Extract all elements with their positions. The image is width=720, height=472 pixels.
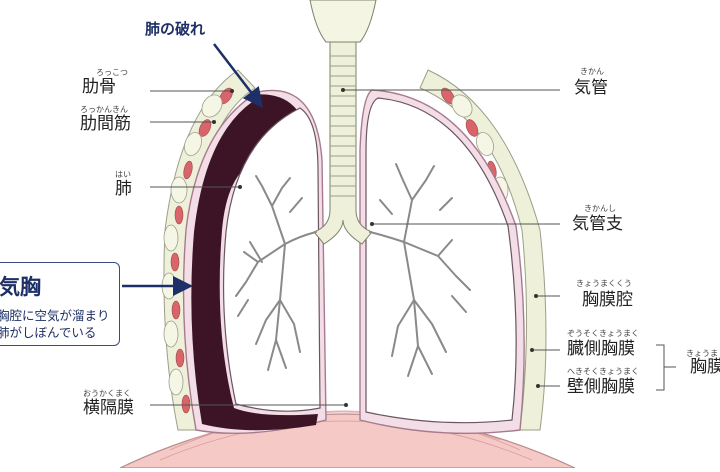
rupture-arrow — [213, 43, 264, 108]
bronchus-ruby: きかんし — [584, 204, 616, 213]
callout-heading: 気胸 — [0, 275, 41, 299]
visceral-pleura-ruby: ぞうそくきょうまく — [567, 329, 639, 338]
pleural-cavity-label: 胸膜腔 — [582, 290, 633, 310]
parietal-pleura-label: 壁側胸膜 — [567, 377, 635, 397]
intercostal-ruby: ろっかんきん — [80, 105, 128, 114]
label-dots — [212, 88, 540, 407]
callout-line-1: 胸腔に空気が溜まり — [0, 308, 110, 323]
intercostal-label: 肋間筋 — [80, 114, 131, 134]
rupture-label: 肺の破れ — [145, 20, 206, 38]
parietal-pleura-ruby: へきそくきょうまく — [567, 367, 639, 376]
callout-line-2: 肺がしぼんでいる — [0, 325, 97, 340]
rib-label: 肋骨 — [82, 77, 116, 97]
trachea-label: 気管 — [574, 78, 608, 98]
pneumothorax-callout: 気胸 胸腔に空気が溜まり 肺がしぼんでいる — [0, 262, 120, 346]
trachea-ruby: きかん — [580, 67, 604, 76]
diaphragm-label: 横隔膜 — [83, 398, 134, 418]
visceral-pleura-label: 臓側胸膜 — [567, 339, 635, 359]
rib-ruby: ろっこつ — [96, 68, 128, 77]
bronchus-label: 気管支 — [572, 214, 623, 234]
trachea — [309, 0, 377, 245]
pleural-cavity-ruby: きょうまくくう — [576, 279, 632, 288]
leader-lines — [150, 89, 676, 406]
diaphragm-ruby: おうかくまく — [83, 389, 131, 398]
right-bronchial-tree — [369, 163, 471, 377]
lung-ruby: はい — [115, 170, 131, 179]
pleura-ruby: きょうま — [686, 349, 718, 358]
lung-label: 肺 — [115, 179, 132, 199]
left-bronchial-tree — [235, 175, 317, 371]
pleura-label: 胸膜 — [690, 357, 720, 377]
pneumothorax-air — [191, 101, 318, 431]
